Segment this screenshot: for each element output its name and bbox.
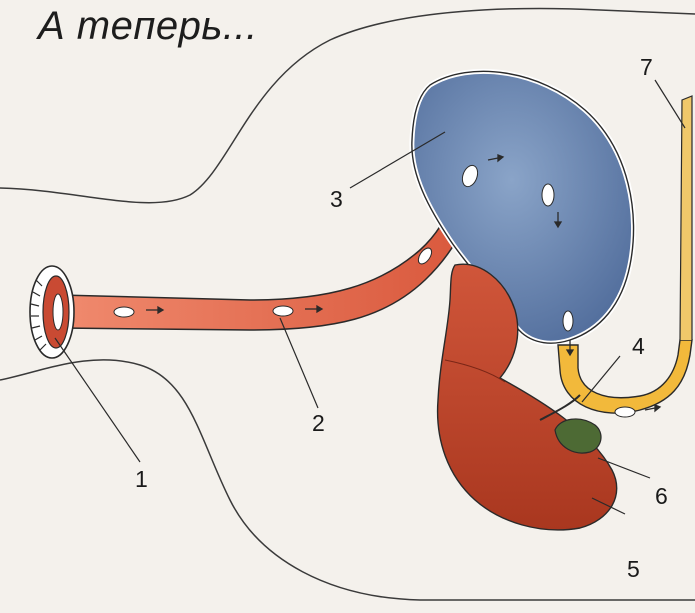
callout-5-liver: 5 <box>627 558 640 581</box>
duodenum <box>558 340 692 413</box>
stomach <box>412 71 634 343</box>
callout-1-mouth: 1 <box>135 468 148 491</box>
mouth-opening <box>30 266 74 358</box>
callout-3-stomach: 3 <box>330 188 343 211</box>
callout-7-intestine: 7 <box>640 56 653 79</box>
callout-6-gallbladder: 6 <box>655 485 668 508</box>
intestine-right-edge <box>680 96 692 340</box>
callout-4-duodenum: 4 <box>632 335 645 358</box>
page-title: А теперь... <box>38 4 258 49</box>
callout-2-esophagus: 2 <box>312 412 325 435</box>
